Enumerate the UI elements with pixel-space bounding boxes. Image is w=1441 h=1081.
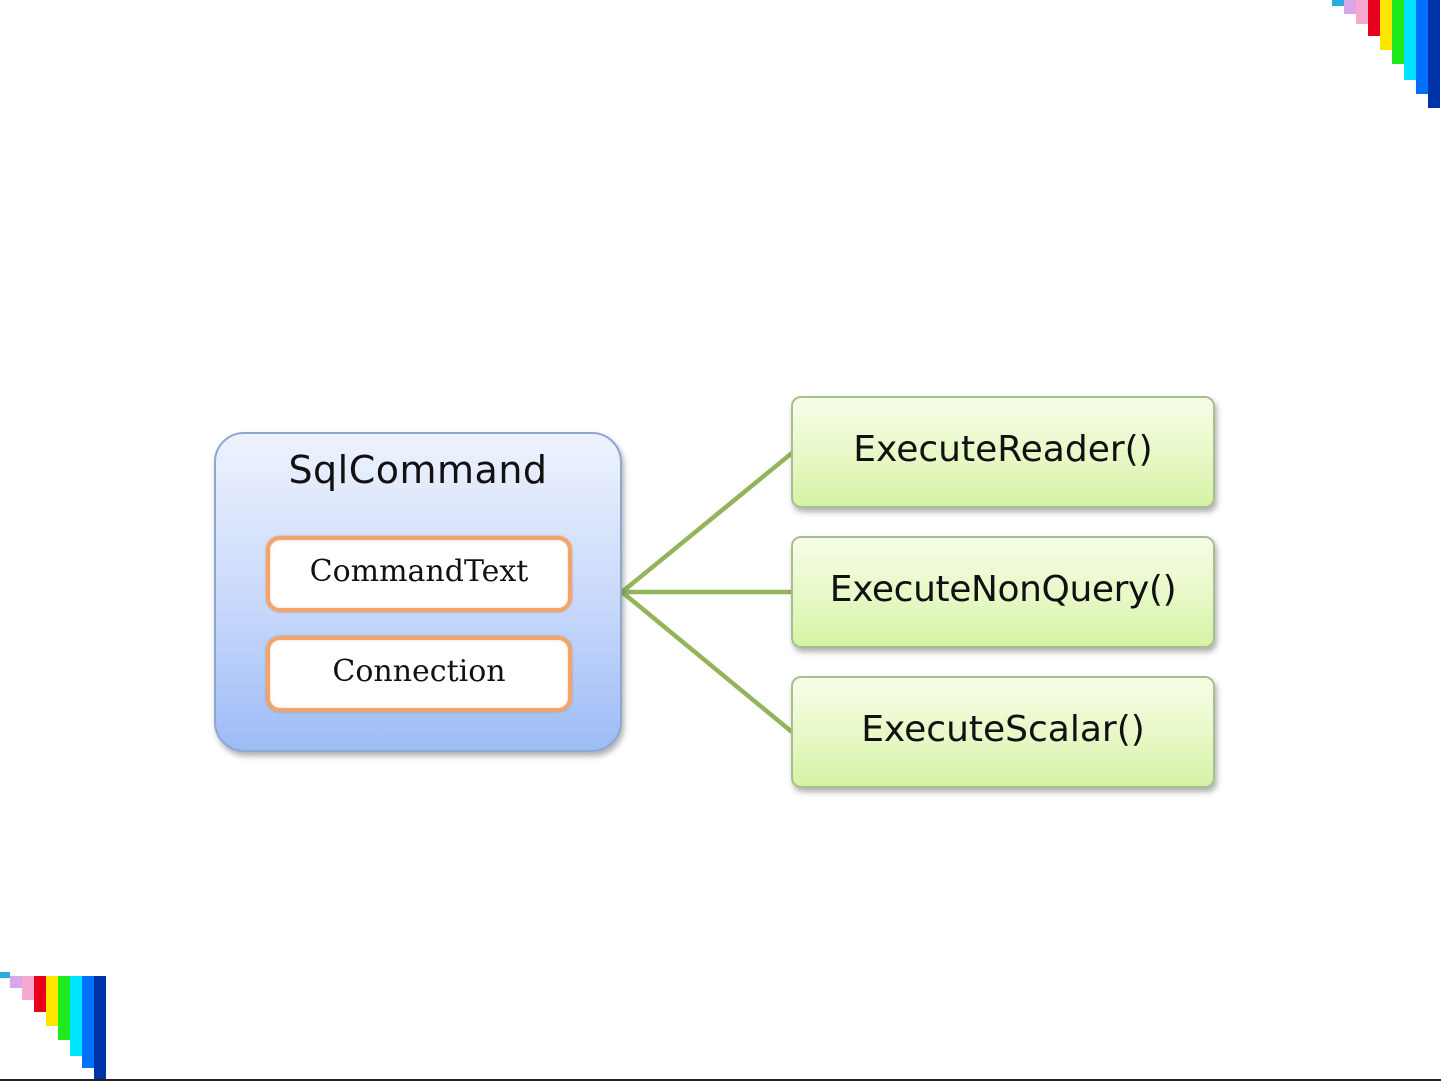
stripe — [1368, 0, 1380, 36]
stripe — [1380, 0, 1392, 50]
stripe — [94, 976, 106, 1080]
property-box-commandtext: CommandText — [266, 536, 572, 612]
stripe — [1356, 0, 1368, 24]
method-box-executenonquery: ExecuteNonQuery() — [791, 536, 1215, 648]
stripe — [1344, 0, 1356, 14]
stripe — [0, 972, 10, 978]
method-label: ExecuteScalar() — [861, 709, 1145, 750]
stripe — [1332, 0, 1344, 6]
stripe — [1428, 0, 1440, 108]
container-title: SqlCommand — [216, 448, 620, 492]
stripe — [1392, 0, 1404, 64]
stripe — [70, 976, 82, 1056]
method-box-executereader: ExecuteReader() — [791, 396, 1215, 508]
method-label: ExecuteNonQuery() — [830, 569, 1176, 610]
property-label: CommandText — [310, 554, 529, 589]
stripe — [58, 976, 70, 1040]
connector-line-reader — [622, 453, 792, 592]
stripe — [1416, 0, 1428, 94]
stripe — [34, 976, 46, 1012]
stripe — [10, 976, 22, 988]
stripe — [46, 976, 58, 1026]
connector-line-scalar — [622, 592, 792, 732]
method-box-executescalar: ExecuteScalar() — [791, 676, 1215, 788]
method-label: ExecuteReader() — [853, 429, 1152, 470]
stripe — [22, 976, 34, 1000]
property-label: Connection — [332, 654, 505, 689]
stripe — [82, 976, 94, 1068]
property-box-connection: Connection — [266, 636, 572, 712]
stripe — [1404, 0, 1416, 80]
sqlcommand-container: SqlCommand CommandText Connection — [214, 432, 622, 752]
